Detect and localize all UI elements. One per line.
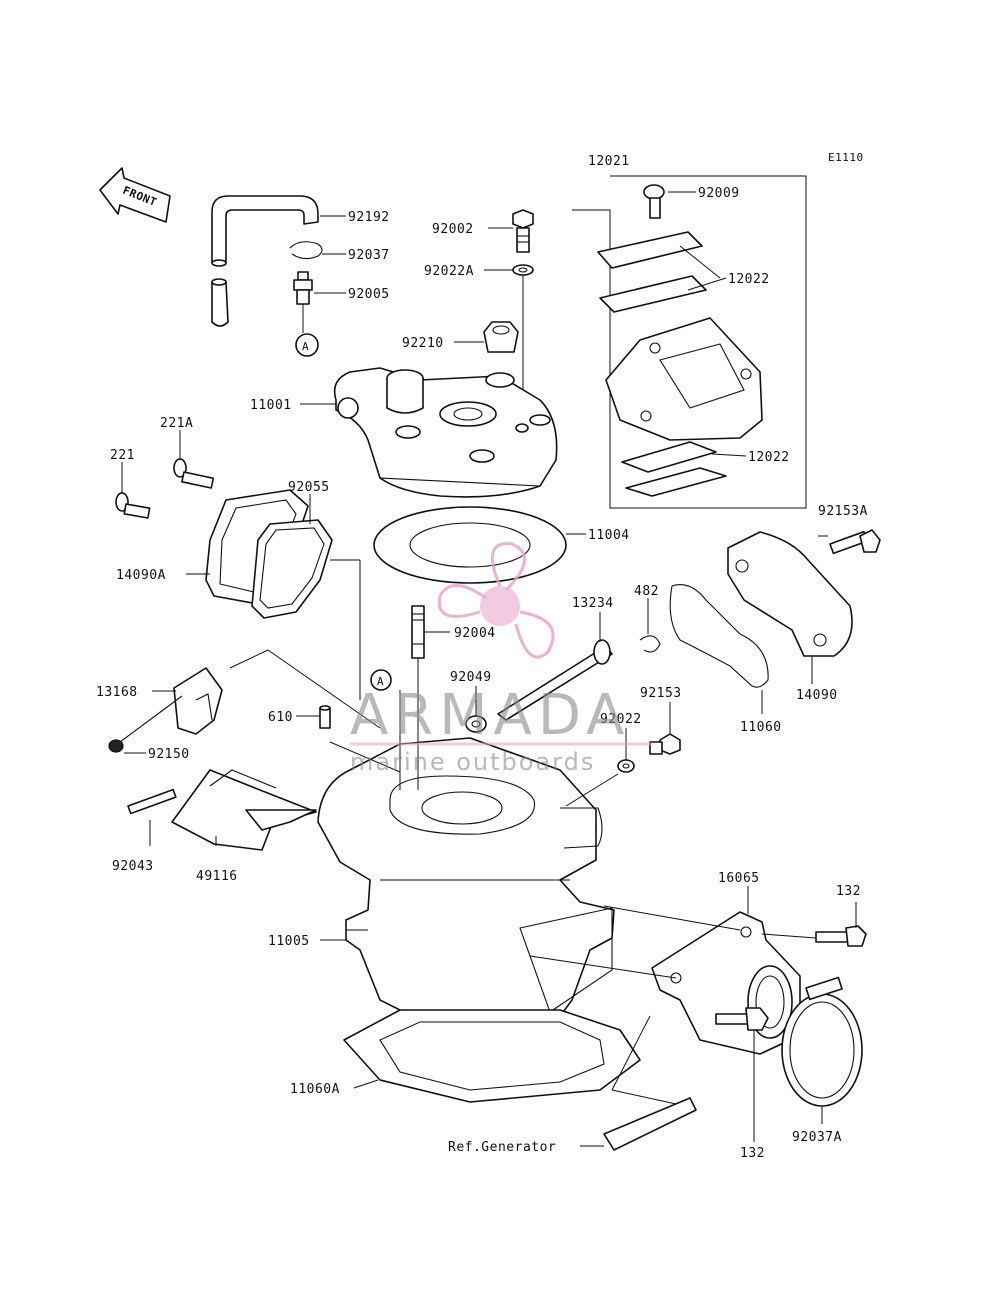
reed-petal-upper (597, 231, 707, 313)
nut-92210 (483, 321, 519, 353)
fitting-92005 (293, 271, 313, 333)
ref-marker-a-upper: A (295, 333, 319, 357)
label-92192: 92192 (348, 210, 390, 225)
bolt-92153a (829, 529, 881, 555)
watermark: ARMADA marine outboards (350, 542, 652, 776)
watermark-tagline: marine outboards (350, 748, 595, 776)
front-arrow-icon: FRONT (99, 167, 171, 223)
label-92153: 92153 (640, 686, 682, 701)
label-14090: 14090 (796, 688, 838, 703)
diagram-code: E1110 (828, 151, 864, 164)
dowel-pin-610 (319, 705, 331, 729)
label-12021: 12021 (588, 154, 630, 169)
stud-92004 (411, 605, 425, 659)
label-11004: 11004 (588, 528, 630, 543)
manifold-16065 (651, 911, 801, 1055)
ref-marker-label: A (377, 675, 384, 688)
part-labels: 92192 92037 92005 92002 92022A 92210 120… (96, 154, 868, 1161)
reed-valve-block (605, 317, 763, 441)
cylinder-11005 (317, 737, 615, 1031)
clip-482 (639, 635, 661, 653)
screw-92150 (108, 695, 183, 753)
clip-92037 (289, 241, 323, 260)
bolt-221 (115, 492, 151, 519)
label-16065: 16065 (718, 871, 760, 886)
label-221: 221 (110, 448, 135, 463)
ref-marker-a-lower: A (370, 669, 392, 691)
label-92210: 92210 (402, 336, 444, 351)
label-132-lower: 132 (740, 1146, 765, 1161)
label-92005: 92005 (348, 287, 390, 302)
reed-valve-group-box (572, 175, 807, 509)
watermark-brand: ARMADA (350, 683, 630, 748)
label-11060: 11060 (740, 720, 782, 735)
label-11060a: 11060A (290, 1082, 340, 1097)
washer-92022 (617, 759, 635, 773)
propeller-logo (437, 542, 555, 659)
label-13168: 13168 (96, 685, 138, 700)
bracket-13168 (173, 667, 223, 735)
label-92037a: 92037A (792, 1130, 842, 1145)
label-221a: 221A (160, 416, 193, 431)
label-92153a: 92153A (818, 504, 868, 519)
pin-13234 (497, 639, 613, 721)
screw-92009 (643, 184, 665, 219)
label-13234: 13234 (572, 596, 614, 611)
washer-92049 (465, 715, 487, 733)
label-11005: 11005 (268, 934, 310, 949)
label-610: 610 (268, 710, 293, 725)
label-92037: 92037 (348, 248, 390, 263)
plate-49116 (171, 769, 317, 851)
cylinder-head-11001 (333, 367, 558, 498)
label-92055: 92055 (288, 480, 330, 495)
ref-generator-part (603, 1097, 697, 1151)
gasket-92055 (251, 519, 333, 619)
bolt-132-lower (715, 1007, 769, 1031)
bolt-221a (173, 458, 215, 489)
label-92002: 92002 (432, 222, 474, 237)
label-92043: 92043 (112, 859, 154, 874)
label-92022a: 92022A (424, 264, 474, 279)
bolt-92002 (512, 209, 534, 253)
label-482: 482 (634, 584, 659, 599)
pin-92043 (127, 788, 177, 815)
gasket-11060 (669, 584, 769, 688)
label-92022: 92022 (600, 712, 642, 727)
base-gasket-11060a (343, 1009, 641, 1103)
cover-14090 (727, 531, 853, 657)
head-gasket-11004 (373, 506, 567, 584)
label-12022-lower: 12022 (748, 450, 790, 465)
label-92004: 92004 (454, 626, 496, 641)
ref-marker-label: A (302, 340, 309, 353)
reed-petal-lower (621, 441, 727, 497)
washer-92022a (512, 264, 534, 276)
label-14090a: 14090A (116, 568, 166, 583)
bolt-92153 (649, 733, 681, 755)
label-ref-generator: Ref.Generator (448, 1140, 556, 1155)
bolt-132-upper (815, 925, 867, 947)
label-92150: 92150 (148, 747, 190, 762)
label-12022-upper: 12022 (728, 272, 770, 287)
label-92049: 92049 (450, 670, 492, 685)
label-49116: 49116 (196, 869, 238, 884)
label-11001: 11001 (250, 398, 292, 413)
hose-92192 (211, 195, 319, 327)
label-132-upper: 132 (836, 884, 861, 899)
label-92009: 92009 (698, 186, 740, 201)
clamp-92037a (781, 976, 863, 1107)
